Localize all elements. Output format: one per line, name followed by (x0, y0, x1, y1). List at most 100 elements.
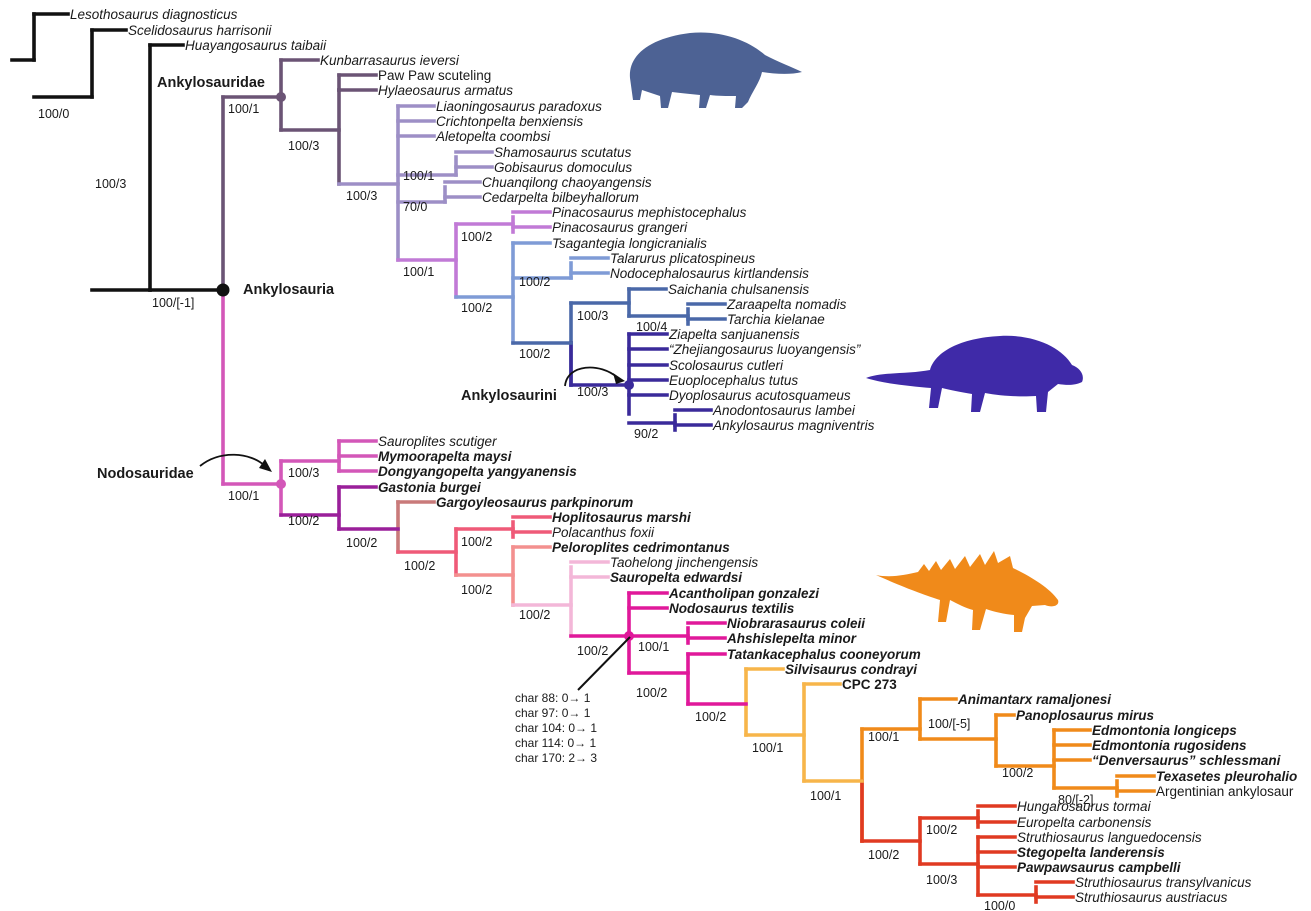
taxon-label-strt: Struthiosaurus transylvanicus (1075, 875, 1252, 890)
character-change-line: char 114: 0→ 1 (515, 736, 596, 750)
taxon-label-liaon: Liaoningosaurus paradoxus (436, 99, 602, 114)
support-value-s_a4: 100/1 (403, 265, 434, 279)
support-value-s_a5: 100/2 (461, 301, 492, 315)
taxon-label-cedar: Cedarpelta bilbeyhallorum (482, 190, 639, 205)
taxon-label-talar: Talarurus plicatospineus (610, 251, 755, 266)
node-dot (276, 92, 286, 102)
taxon-label-garg: Gargoyleosaurus parkpinorum (436, 495, 633, 510)
taxon-label-saurp: Sauropelta edwardsi (610, 570, 742, 585)
taxon-label-shamo: Shamosaurus scutatus (494, 145, 632, 160)
taxon-label-acan: Acantholipan gonzalezi (668, 586, 819, 601)
support-value-s_a2: 100/3 (346, 189, 377, 203)
nodosaur-silhouette (876, 551, 1059, 632)
support-value-s_pan: 100/[-5] (928, 717, 970, 731)
taxon-label-tsag: Tsagantegia longicranialis (552, 236, 707, 251)
taxon-label-pmeph: Pinacosaurus mephistocephalus (552, 205, 747, 220)
taxon-label-nodoc: Nodocephalosaurus kirtlandensis (610, 266, 809, 281)
arrow-head (613, 373, 625, 384)
taxon-label-strl: Struthiosaurus languedocensis (1017, 830, 1202, 845)
taxon-label-euop: Euoplocephalus tutus (669, 373, 798, 388)
taxon-label-anim: Animantarx ramaljonesi (957, 692, 1111, 707)
taxon-label-tarch: Tarchia kielanae (727, 312, 825, 327)
taxon-label-saich: Saichania chulsanensis (668, 282, 809, 297)
taxon-label-argen: Argentinian ankylosaur (1156, 784, 1294, 799)
taxon-label-pelo: Peloroplites cedrimontanus (552, 540, 730, 555)
support-value-s_n11: 100/1 (810, 789, 841, 803)
taxon-label-edrug: Edmontonia rugosidens (1092, 738, 1247, 753)
taxon-label-cpc: CPC 273 (842, 677, 897, 692)
support-value-s_n4: 100/2 (404, 559, 435, 573)
taxon-label-gast: Gastonia burgei (378, 480, 481, 495)
taxon-label-gobi: Gobisaurus domoculus (494, 160, 632, 175)
ankylosaurini-arrow (564, 366, 619, 387)
taxon-label-saurs: Sauroplites scutiger (378, 434, 497, 449)
support-value-s_n5: 100/2 (461, 583, 492, 597)
taxon-label-steg: Stegopelta landerensis (1017, 845, 1165, 860)
taxon-label-hung: Hungarosaurus tormai (1017, 799, 1152, 814)
support-value-s_anod: 90/2 (634, 427, 658, 441)
taxon-label-hopl: Hoplitosaurus marshi (552, 510, 691, 525)
node-dot (624, 631, 634, 641)
support-value-s_nio: 100/1 (638, 640, 669, 654)
support-value-s_ankylosauridae: 100/1 (228, 102, 259, 116)
tree-branches (10, 12, 1156, 904)
support-labels: 100/0100/3100/[-1]100/1100/3100/3100/170… (38, 102, 1093, 911)
support-value-s_sceli: 100/3 (95, 177, 126, 191)
clade-label-nodosauridae: Nodosauridae (97, 466, 194, 482)
character-change-line: char 97: 0→ 1 (515, 706, 591, 720)
taxon-label-scolo: Scolosaurus cutleri (669, 358, 784, 373)
character-change-line: char 88: 0→ 1 (515, 691, 591, 705)
support-value-s_nodosauridae: 100/1 (228, 489, 259, 503)
node-dot (216, 283, 230, 297)
support-value-s_n2: 100/2 (288, 514, 319, 528)
support-value-s_pina: 100/2 (461, 230, 492, 244)
taxon-labels: Lesothosaurus diagnosticusScelidosaurus … (70, 7, 1297, 905)
character-pointer-line (577, 636, 631, 691)
ankylosaur-silhouette (629, 32, 802, 108)
taxon-label-polac: Polacanthus foxii (552, 525, 655, 540)
support-value-s_zara: 100/4 (636, 320, 667, 334)
taxon-label-denv: “Denversaurus” schlessmani (1092, 753, 1281, 768)
taxon-label-anod: Anodontosaurus lambei (712, 403, 856, 418)
support-value-s_chuan: 70/0 (403, 200, 427, 214)
support-value-s_n6: 100/2 (519, 608, 550, 622)
silhouettes (629, 32, 1083, 632)
support-value-s_hung: 100/2 (926, 823, 957, 837)
taxon-label-panop: Panoplosaurus mirus (1016, 708, 1155, 723)
support-value-s_n8: 100/2 (636, 686, 667, 700)
support-value-s_strl: 100/3 (926, 873, 957, 887)
taxon-label-zara: Zaraapelta nomadis (726, 297, 847, 312)
clade-label-ankylosauria: Ankylosauria (243, 282, 335, 298)
support-value-s_a7: 100/2 (519, 347, 550, 361)
taxon-label-sceli: Scelidosaurus harrisonii (128, 23, 272, 38)
taxon-label-dyop: Dyoplosaurus acutosquameus (669, 388, 851, 403)
taxon-label-nodt: Nodosaurus textilis (669, 601, 795, 616)
taxon-label-europ: Europelta carbonensis (1017, 815, 1152, 830)
support-value-s_sham: 100/1 (403, 169, 434, 183)
support-value-s_n10: 100/1 (752, 741, 783, 755)
support-value-s_red: 100/2 (868, 848, 899, 862)
taxon-label-dong: Dongyangopelta yangyanensis (378, 464, 577, 479)
support-value-s_strt: 100/0 (984, 899, 1015, 911)
character-change-line: char 104: 0→ 1 (515, 721, 597, 735)
support-value-s_hop: 100/2 (461, 535, 492, 549)
clade-label-ankylosaurini: Ankylosaurini (461, 388, 557, 404)
support-value-s_root: 100/0 (38, 107, 69, 121)
character-change-line: char 170: 2→ 3 (515, 751, 597, 765)
taxon-label-kunb: Kunbarrasaurus ieversi (320, 53, 460, 68)
taxon-label-taoh: Taohelong jinchengensis (610, 555, 758, 570)
taxon-label-crich: Crichtonpelta benxiensis (436, 114, 583, 129)
support-value-s_edm: 100/2 (1002, 766, 1033, 780)
taxon-label-ankm: Ankylosaurus magniventris (712, 418, 875, 433)
support-value-s_a1: 100/3 (288, 139, 319, 153)
clade-arrows (199, 366, 625, 472)
support-value-s_saich: 100/3 (577, 309, 608, 323)
node-dot (624, 380, 634, 390)
taxon-label-huay: Huayangosaurus taibaii (185, 38, 327, 53)
taxon-label-niob: Niobrarasaurus coleii (727, 616, 865, 631)
taxon-label-silv: Silvisaurus condrayi (785, 662, 917, 677)
taxon-label-ziap: Ziapelta sanjuanensis (668, 327, 800, 342)
character-changes: char 88: 0→ 1 char 97: 0→ 1 char 104: 0→… (515, 691, 597, 765)
clade-label-ankylosauridae: Ankylosauridae (157, 75, 265, 91)
taxon-label-edlon: Edmontonia longiceps (1092, 723, 1237, 738)
